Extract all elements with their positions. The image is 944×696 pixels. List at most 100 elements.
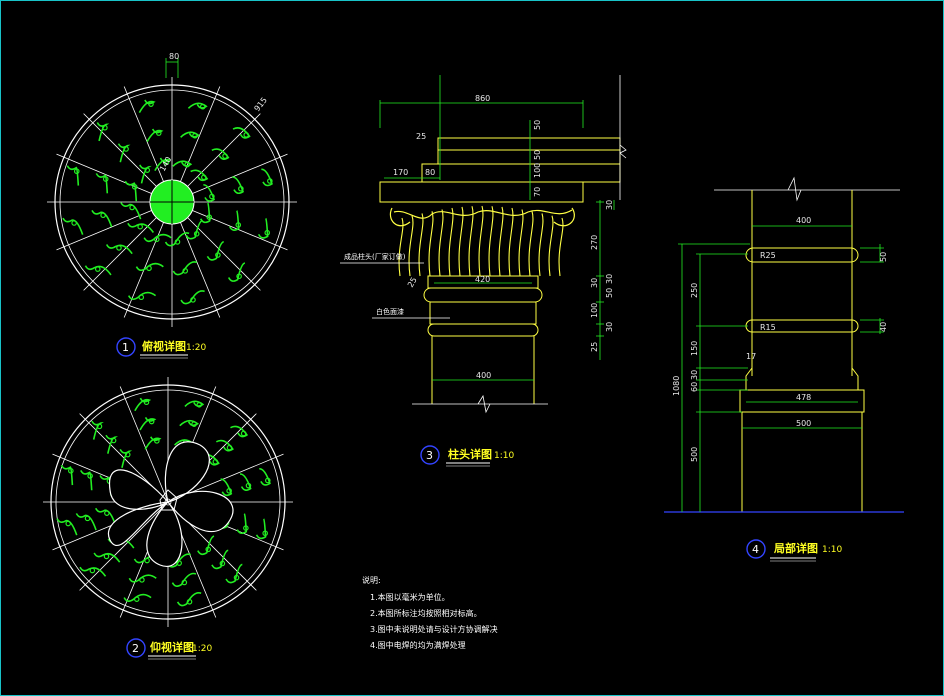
plan-dim-80: 80: [169, 52, 179, 61]
plan-scroll: [201, 174, 207, 181]
capital-dim-400: 400: [476, 371, 491, 380]
bottom-scroll: [154, 438, 160, 444]
plan-title: 俯视详图: [142, 339, 186, 353]
plan-scroll: [153, 236, 160, 243]
plan-scroll: [261, 168, 273, 187]
bottom-scroll: [143, 399, 150, 406]
plan-scroll: [138, 294, 145, 301]
plan-view: 80 915 140 1 俯视详图 1:20: [47, 52, 297, 359]
bottom-scroll: [176, 592, 202, 607]
detail-number: 4: [752, 543, 759, 556]
bottom-scroll: [60, 464, 74, 486]
bottom-outer-ring: [50, 384, 286, 620]
bottom-scroll: [245, 482, 252, 489]
plan-scroll: [66, 165, 80, 186]
plan-scroll: [94, 266, 101, 272]
plan-scroll: [105, 244, 133, 255]
capital-label-capital: 成品柱头(厂家订做): [344, 252, 406, 261]
plan-number-badge: [116, 337, 136, 357]
notes-heading: 说明:: [362, 575, 381, 585]
plan-scroll: [154, 157, 172, 171]
bottom-scroll: [179, 419, 200, 427]
detail-dim-60: 60: [690, 382, 699, 392]
capital-dim-50b: 50: [533, 150, 542, 160]
plan-scroll: [131, 183, 138, 190]
bottom-spoke: [79, 501, 169, 591]
capital-dim-25c: 25: [590, 342, 599, 352]
bottom-scroll: [211, 549, 229, 570]
plan-scroll: [243, 132, 250, 138]
plan-scroll: [146, 128, 164, 143]
detail-dim-r25: R25: [760, 251, 776, 260]
plan-number: 1: [122, 341, 129, 354]
detail-ring-1: [745, 247, 859, 263]
bottom-scroll: [226, 444, 233, 451]
plan-scroll: [146, 265, 152, 272]
capital-dim-30a: 30: [605, 200, 614, 210]
bottom-scroll: [56, 518, 78, 536]
plan-scroll: [155, 130, 162, 136]
bottom-scroll: [215, 439, 234, 452]
notes-item-2: 2.本图所标注均按照相对标高。: [370, 608, 482, 618]
plan-scroll: [123, 146, 129, 152]
capital-volute-left: [389, 207, 411, 227]
detail-dim-150: 150: [690, 341, 699, 356]
detail-dim-17: 17: [746, 352, 756, 361]
capital-dim-420: 420: [475, 275, 490, 284]
plan-scroll: [235, 222, 242, 228]
detail-dim-30: 30: [690, 370, 699, 380]
plan-scroll: [187, 102, 208, 109]
detail-title: 局部详图: [773, 541, 818, 555]
detail-base-plinth: [745, 367, 859, 391]
bottom-number: 2: [132, 642, 139, 655]
bottom-scroll: [240, 430, 247, 437]
capital-top-slab-3: [421, 163, 621, 183]
bottom-scroll: [128, 574, 157, 583]
capital-label-paint: 白色面漆: [376, 307, 404, 316]
capital-leaf: [488, 206, 494, 277]
plan-scroll: [257, 217, 269, 239]
plan-scroll: [127, 291, 157, 301]
plan-scroll: [127, 222, 155, 233]
plan-scroll: [139, 164, 152, 184]
bottom-scroll: [171, 572, 197, 587]
plan-scroll: [148, 101, 154, 107]
plan-scroll: [135, 262, 164, 272]
capital-dim-70: 70: [533, 187, 542, 197]
capital-leaf: [418, 213, 424, 277]
plan-scroll: [172, 261, 198, 276]
detail-dim-250: 250: [690, 283, 699, 298]
capital-top-slab-2: [437, 149, 621, 165]
bottom-scroll: [181, 579, 188, 586]
capital-dim-30b: 30: [590, 278, 599, 288]
plan-scroll: [116, 245, 122, 251]
plan-scroll: [206, 214, 213, 221]
bottom-scroll: [196, 402, 203, 408]
capital-leaf: [508, 207, 514, 277]
bottom-scroll: [104, 510, 110, 516]
plan-scroll: [180, 290, 205, 305]
plan-scroll: [102, 176, 109, 182]
bottom-scroll: [262, 530, 268, 537]
capital-number-badge: [420, 445, 440, 465]
capital-leaf: [558, 217, 564, 277]
plan-scroll: [137, 223, 143, 230]
plan-scroll: [199, 103, 206, 110]
detail-dim-500h: 500: [690, 447, 699, 462]
capital-break-symbol: [619, 144, 627, 159]
plan-scroll: [238, 185, 244, 192]
bottom-scroll: [134, 397, 152, 412]
notes-block: 说明: 1.本图以毫米为单位。 2.本图所标注均按照相对标高。 3.图中未说明处…: [362, 575, 498, 650]
detail-dim-50: 50: [879, 252, 888, 262]
plan-scroll: [163, 159, 170, 165]
bottom-scroll: [225, 563, 243, 584]
plan-scroll: [222, 153, 228, 159]
bottom-scroll: [236, 513, 248, 535]
bottom-spoke: [119, 386, 169, 503]
plan-scroll: [124, 180, 138, 202]
bottom-scroll: [87, 473, 93, 479]
plan-scroll: [138, 99, 156, 114]
plan-scroll: [203, 184, 215, 202]
plan-inner-ring: [59, 89, 285, 315]
notes-item-3: 3.图中未说明处请与设计方协调解决: [370, 624, 498, 634]
